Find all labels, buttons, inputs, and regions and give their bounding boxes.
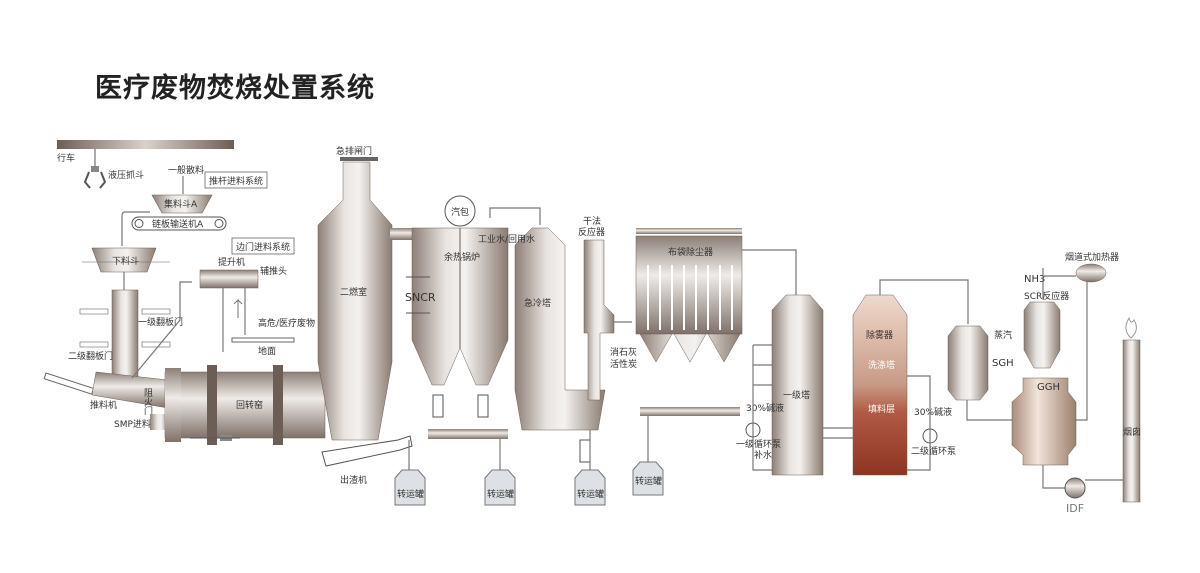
slag-conveyor (321, 435, 413, 467)
sgh-label: SGH (992, 358, 1014, 369)
sncr-label: SNCR (405, 291, 436, 304)
smp-label: SMP进料 (114, 418, 151, 430)
steam-label: 蒸汽 (994, 329, 1012, 341)
makeup-label: 补水 (754, 449, 772, 461)
idf-fan (1064, 477, 1086, 499)
hopper-a-label: 集料斗A (164, 198, 198, 210)
alkali1-label: 30%碱液 (746, 402, 784, 414)
quench-label: 急冷塔 (524, 297, 551, 309)
aux-push-label: 辅推头 (260, 265, 287, 277)
boiler-label: 余热锅炉 (444, 251, 480, 263)
idf-label: IDF (1066, 502, 1084, 515)
kiln-drive (190, 435, 240, 441)
pusher-label: 推料机 (90, 399, 117, 411)
secondary-chamber (317, 161, 393, 441)
rotary-valves (432, 394, 591, 463)
conveyor-a-label: 链板输送机A (152, 218, 204, 230)
transfer-label-1: 转运罐 (397, 488, 424, 500)
medical-waste-label: 高危/医疗废物 (258, 317, 315, 329)
packing-label: 填料层 (868, 403, 895, 415)
transfer-label-4: 转运罐 (635, 475, 662, 487)
water-label: 工业水/回用水 (478, 233, 535, 245)
page-title: 医疗废物焚烧处置系统 (95, 73, 375, 104)
side-feed-label: 边门进料系统 (236, 241, 290, 253)
fire-gate-label-1: 阻火门 (142, 388, 153, 416)
crane-label: 行车 (57, 152, 75, 164)
gate-handles (79, 308, 171, 348)
scr-reactor (1023, 301, 1061, 369)
lower-hopper (91, 247, 157, 273)
tower1-label: 一级塔 (783, 389, 810, 401)
dry-reactor-label-2: 反应器 (578, 226, 605, 238)
dry-reactor-label-1: 干法 (583, 215, 601, 227)
transfer-tanks (394, 461, 664, 506)
conveyor-a (131, 216, 227, 231)
stack-label: 烟囱 (1123, 426, 1141, 438)
hopper-a (151, 194, 213, 214)
demister-label: 除雾器 (866, 329, 893, 341)
emergency-gate-label: 急排闸门 (336, 145, 372, 157)
gate1-label: 一级翻板门 (138, 316, 183, 328)
lifter-label: 提升机 (218, 256, 245, 268)
gate2-label: 二级翻板门 (68, 350, 113, 362)
steam-drum (444, 195, 476, 227)
drum-label: 汽包 (451, 206, 469, 218)
pump2-label: 二级循环泵 (911, 445, 956, 457)
push-feed-label: 推杆进料系统 (209, 175, 263, 187)
baghouse (635, 235, 743, 335)
transfer-label-3: 转运罐 (577, 488, 604, 500)
nh3-label: NH3 (1024, 274, 1045, 285)
lime-label: 消石灰 (610, 346, 637, 358)
quench-tower (514, 227, 606, 431)
grab-label: 液压抓斗 (108, 169, 144, 181)
scr-label: SCR反应器 (1024, 290, 1069, 302)
scrubber (852, 294, 908, 476)
flame-icon (1125, 316, 1137, 339)
sncr-injectors (406, 276, 430, 314)
tower-1 (771, 294, 824, 476)
duct-heater (1075, 263, 1107, 283)
ash-bar-1 (428, 429, 508, 439)
kiln-label: 回转窑 (236, 399, 263, 411)
ggh (1011, 377, 1077, 466)
rotary-kiln (164, 371, 326, 439)
carbon-label: 活性炭 (610, 358, 637, 370)
stack (1122, 339, 1141, 503)
push-feed-box (204, 171, 268, 189)
grab-icon (83, 149, 107, 189)
ground-label: 地面 (258, 345, 276, 357)
duct-heater-label: 烟道式加热器 (1065, 251, 1119, 263)
pump1-label: 一级循环泵 (736, 438, 781, 450)
ggh-label: GGH (1037, 382, 1060, 393)
bulk-label: 一般散料 (168, 164, 204, 176)
alkali2-label: 30%碱液 (914, 406, 952, 418)
lower-hopper-label: 下料斗 (112, 255, 139, 267)
side-feed-box (231, 237, 295, 255)
dry-reactor (583, 239, 615, 401)
baghouse-label: 布袋除尘器 (668, 246, 713, 258)
feed-chute (111, 289, 139, 381)
scrubber-label: 洗涤塔 (868, 359, 895, 371)
crane-rail (57, 140, 234, 149)
secondary-label: 二燃室 (340, 286, 367, 298)
sgh (947, 325, 989, 401)
slag-label: 出渣机 (340, 474, 367, 486)
ash-bar-2 (640, 407, 740, 416)
lifter (199, 269, 259, 289)
transfer-label-2: 转运罐 (487, 488, 514, 500)
